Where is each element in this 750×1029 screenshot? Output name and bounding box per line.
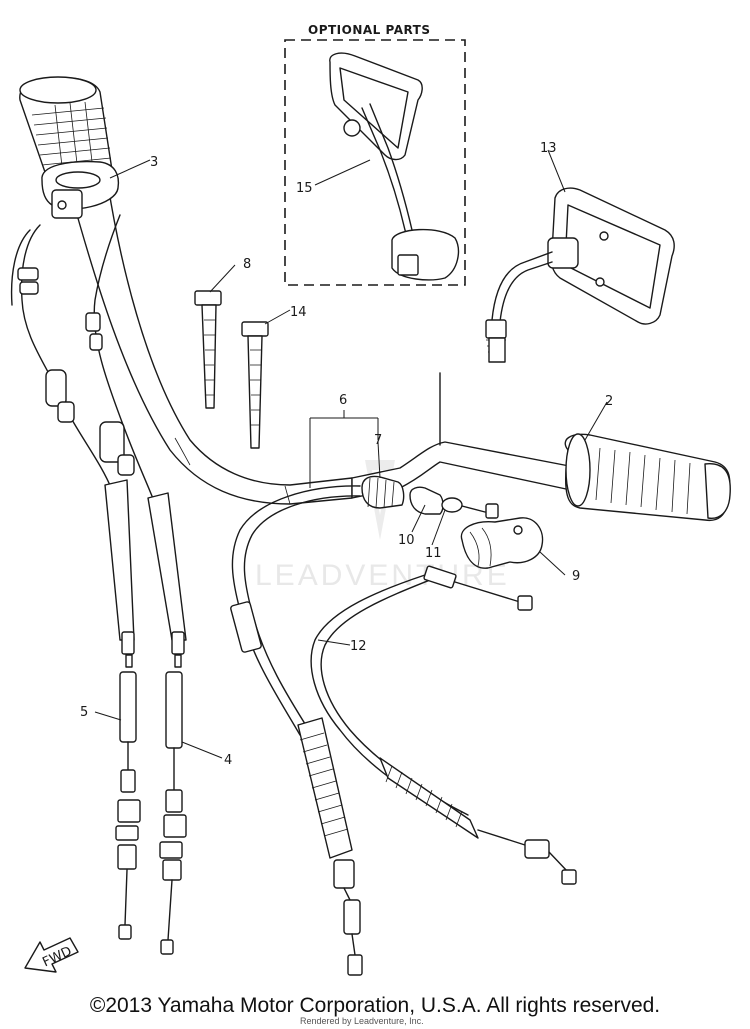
throttle-housing <box>41 160 120 219</box>
callout-11: 11 <box>425 546 442 561</box>
locknut-10-11 <box>409 486 499 519</box>
throttle-cable-5 <box>10 224 141 940</box>
callout-7: 7 <box>374 433 382 448</box>
handlebar <box>69 184 591 505</box>
left-grip <box>19 76 113 183</box>
mirror <box>485 187 675 363</box>
front-brake-cable-6 <box>230 485 363 976</box>
right-grip <box>564 433 731 522</box>
optional-parts-title: OPTIONAL PARTS <box>308 23 431 37</box>
callout-bracket-6 <box>309 410 379 488</box>
fwd-arrow-icon: FWD <box>24 937 79 973</box>
optional-parts-box <box>284 39 466 286</box>
callout-4: 4 <box>224 753 232 768</box>
fwd-label: FWD <box>40 944 74 970</box>
callout-10: 10 <box>398 533 415 548</box>
callout-13: 13 <box>540 141 557 156</box>
clutch-adjuster-7 <box>361 475 405 509</box>
cable-tie-8 <box>194 290 222 409</box>
boot-9 <box>460 517 544 569</box>
callout-5: 5 <box>80 705 88 720</box>
throttle-cable-4 <box>85 214 187 955</box>
callout-3: 3 <box>150 155 158 170</box>
copyright-notice: ©2013 Yamaha Motor Corporation, U.S.A. A… <box>89 994 661 1017</box>
callout-15: 15 <box>296 181 313 196</box>
callout-2: 2 <box>605 394 613 409</box>
svg-text:LEADVENTURE: LEADVENTURE <box>255 559 510 592</box>
callout-12: 12 <box>350 639 367 654</box>
rendered-by-text: Rendered by Leadventure, Inc. <box>300 1016 424 1026</box>
clutch-cable-12 <box>310 565 577 885</box>
leader-lines <box>94 149 608 759</box>
callout-14: 14 <box>290 305 307 320</box>
callout-6: 6 <box>339 393 347 408</box>
callout-8: 8 <box>243 257 251 272</box>
callout-9: 9 <box>572 569 580 584</box>
cable-tie-14 <box>241 321 269 449</box>
